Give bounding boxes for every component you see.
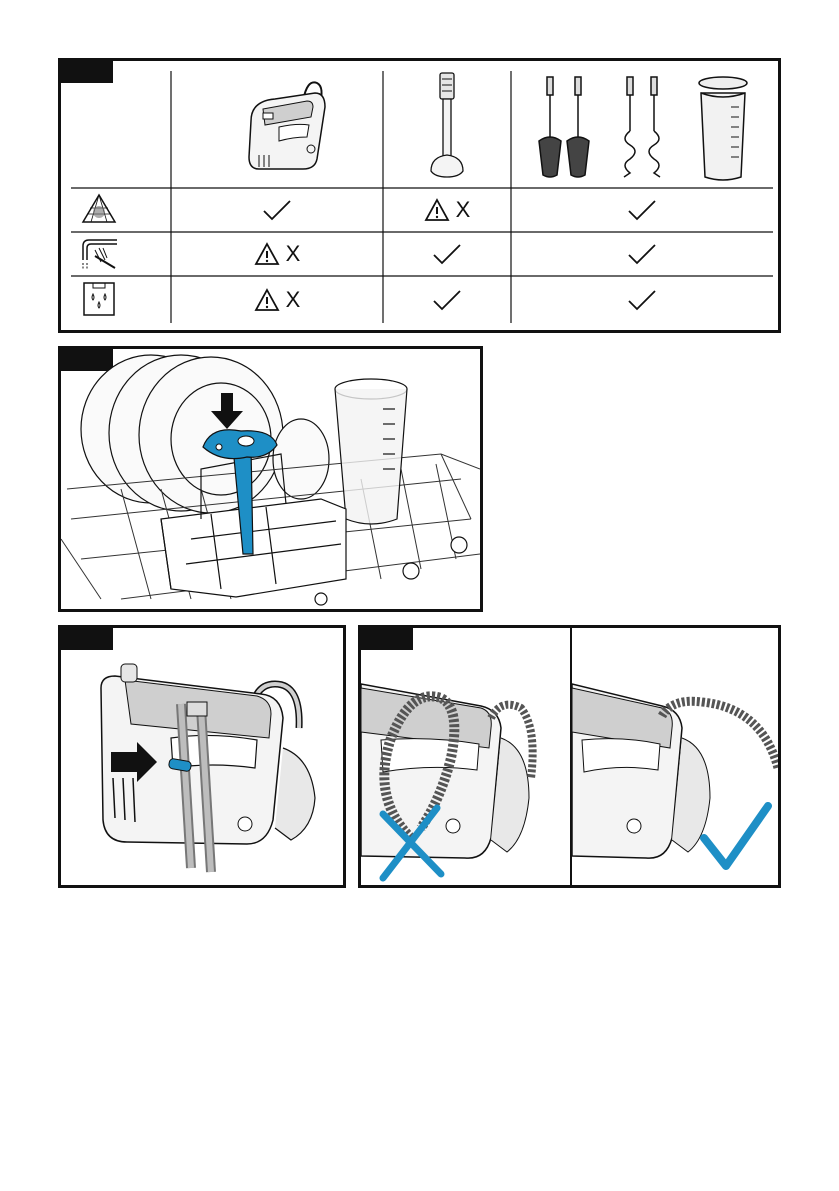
check-icon [627,243,657,265]
row2-accessories-check [511,232,773,276]
not-allowed-x: X [456,199,471,221]
cord-stored-correct-illustration [572,628,778,885]
cord-storage-panel [358,625,781,888]
row3-hand-mixer-warning: X [171,276,383,323]
not-allowed-x: X [286,243,301,265]
warning-icon [254,288,280,312]
check-icon [627,199,657,221]
correct-check-icon [704,806,768,866]
cleaning-table-panel: X X X [58,58,781,333]
beaters-hooks-beaker-icon [527,71,757,183]
row3-blender-foot-check [383,276,511,323]
row1-accessories-check [511,188,773,232]
rinse-water-brush-icon [79,236,123,272]
check-icon [627,289,657,311]
row1-blender-foot-warning: X [383,188,511,232]
warning-icon [424,198,450,222]
check-icon [432,289,462,311]
row3-accessories-check [511,276,773,323]
cord-strap-icon [61,628,343,885]
not-allowed-x: X [286,289,301,311]
check-icon [432,243,462,265]
cord-wrap-panel [58,625,346,888]
cord-wrapped-wrong-illustration [361,628,569,885]
blender-foot-icon [423,71,473,183]
blender-foot-in-rack-icon [61,349,480,609]
row2-hand-mixer-warning: X [171,232,383,276]
dishwasher-panel [58,346,483,612]
check-icon [262,199,292,221]
hand-mixer-icon [241,71,331,183]
dishwasher-basket-icon [77,192,121,228]
warning-icon [254,242,280,266]
row2-blender-foot-check [383,232,511,276]
dishwasher-detergent-icon [81,280,117,318]
row1-hand-mixer-check [171,188,383,232]
